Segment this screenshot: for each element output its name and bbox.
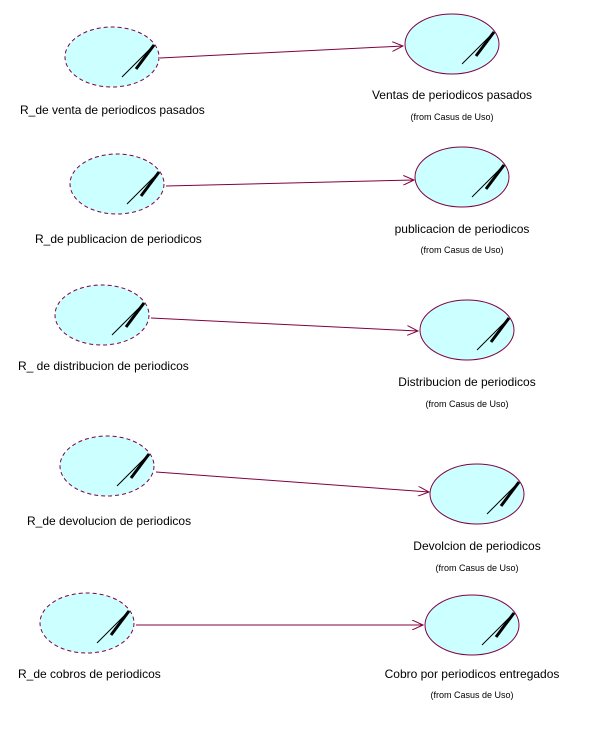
realization-ellipse-3[interactable] (54, 284, 150, 346)
use-case-label-1: Ventas de periodicos pasados (371, 88, 533, 102)
use-case-source-5: (from Casus de Uso) (430, 690, 514, 700)
association-arrow-3[interactable] (150, 317, 418, 331)
realization-label-5: R_de cobros de periodicos (18, 667, 161, 681)
association-arrow-1[interactable] (159, 46, 403, 59)
use-case-label-4: Devolcion de periodicos (413, 539, 541, 553)
realization-label-1: R_de venta de periodicos pasados (20, 103, 205, 117)
realization-label-2: R_de publicacion de periodicos (35, 232, 202, 246)
realization-ellipse-4[interactable] (59, 435, 155, 497)
use-case-source-2: (from Casus de Uso) (420, 245, 504, 255)
realization-ellipse-1[interactable] (64, 26, 160, 88)
use-case-ellipse-4[interactable] (429, 463, 525, 525)
use-case-label-2: publicacion de periodicos (394, 222, 530, 236)
use-case-source-3: (from Casus de Uso) (425, 399, 509, 409)
use-case-source-4: (from Casus de Uso) (435, 563, 519, 573)
use-case-ellipse-5[interactable] (424, 594, 520, 656)
realization-label-4: R_de devolucion de periodicos (27, 514, 192, 528)
realization-label-3: R_ de distribucion de periodicos (18, 359, 189, 373)
use-case-label-3: Distribucion de periodicos (398, 375, 536, 389)
realization-ellipse-5[interactable] (39, 592, 135, 654)
realization-ellipse-2[interactable] (69, 153, 165, 215)
use-case-label-5: Cobro por periodicos entregados (384, 667, 560, 681)
association-arrow-2[interactable] (165, 180, 414, 187)
use-case-ellipse-1[interactable] (404, 13, 500, 75)
use-case-ellipse-3[interactable] (419, 299, 515, 361)
use-case-source-1: (from Casus de Uso) (410, 112, 494, 122)
association-arrow-4[interactable] (155, 471, 429, 492)
use-case-ellipse-2[interactable] (414, 146, 510, 208)
